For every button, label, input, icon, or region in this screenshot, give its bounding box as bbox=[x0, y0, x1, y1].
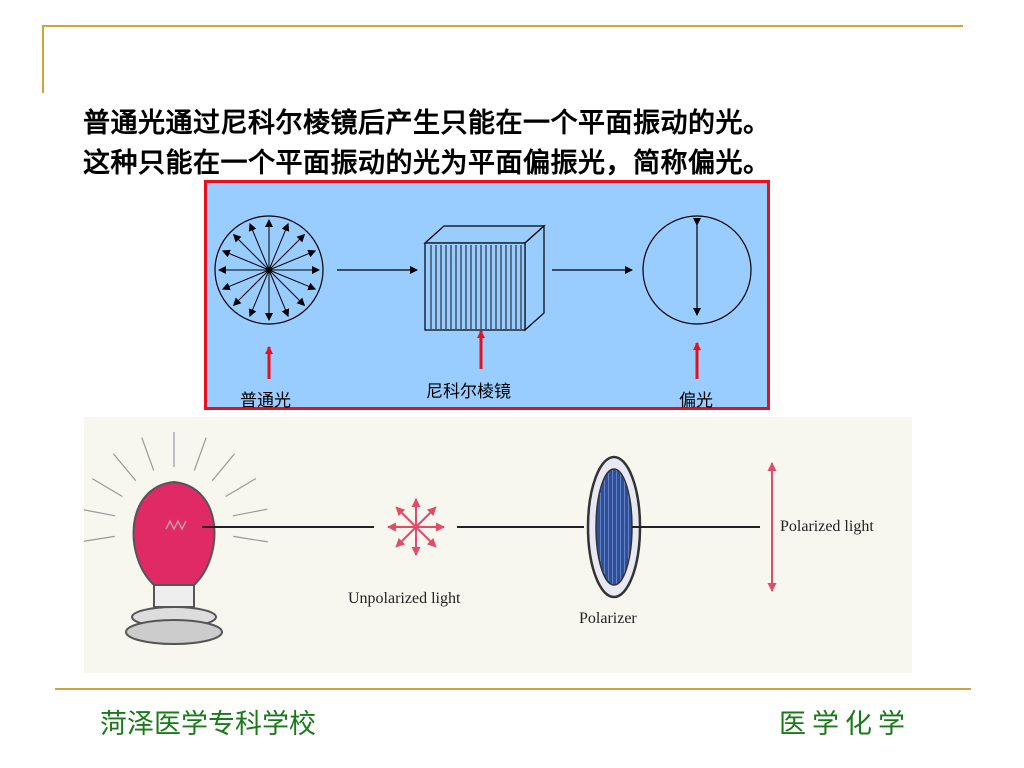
body-line-2: 这种只能在一个平面振动的光为平面偏振光，简称偏光。 bbox=[83, 148, 771, 179]
unpolarized-light-label: Unpolarized light bbox=[348, 590, 461, 607]
polarization-diagram: 普通光 尼科尔棱镜 偏光 bbox=[204, 180, 770, 411]
polarizer-icon bbox=[586, 455, 642, 599]
label-nicol-prism: 尼科尔棱镜 bbox=[426, 382, 511, 402]
footer-school-name: 菏泽医学专科学校 bbox=[100, 709, 316, 740]
left-rule bbox=[42, 25, 44, 93]
bottom-rule bbox=[55, 688, 971, 690]
label-polarized-light: 偏光 bbox=[679, 391, 713, 411]
unpolarized-circle bbox=[214, 215, 324, 325]
unpolarized-light-icon bbox=[387, 498, 445, 556]
polarizer-label: Polarizer bbox=[579, 610, 637, 627]
top-rule bbox=[42, 25, 963, 27]
footer-course-name: 医学化学 bbox=[779, 709, 911, 740]
polarized-circle bbox=[642, 215, 752, 325]
body-line-1: 普通光通过尼科尔棱镜后产生只能在一个平面振动的光。 bbox=[83, 108, 771, 139]
polarization-illustration: Unpolarized light Polarizer Polarized li… bbox=[84, 417, 912, 673]
diagram-drawing bbox=[214, 215, 752, 379]
polarized-light-label: Polarized light bbox=[780, 518, 874, 535]
light-bulb-icon bbox=[84, 432, 268, 645]
label-ordinary-light: 普通光 bbox=[240, 391, 291, 411]
illustration-drawing bbox=[84, 432, 777, 645]
nicol-prism-shape bbox=[423, 224, 546, 332]
